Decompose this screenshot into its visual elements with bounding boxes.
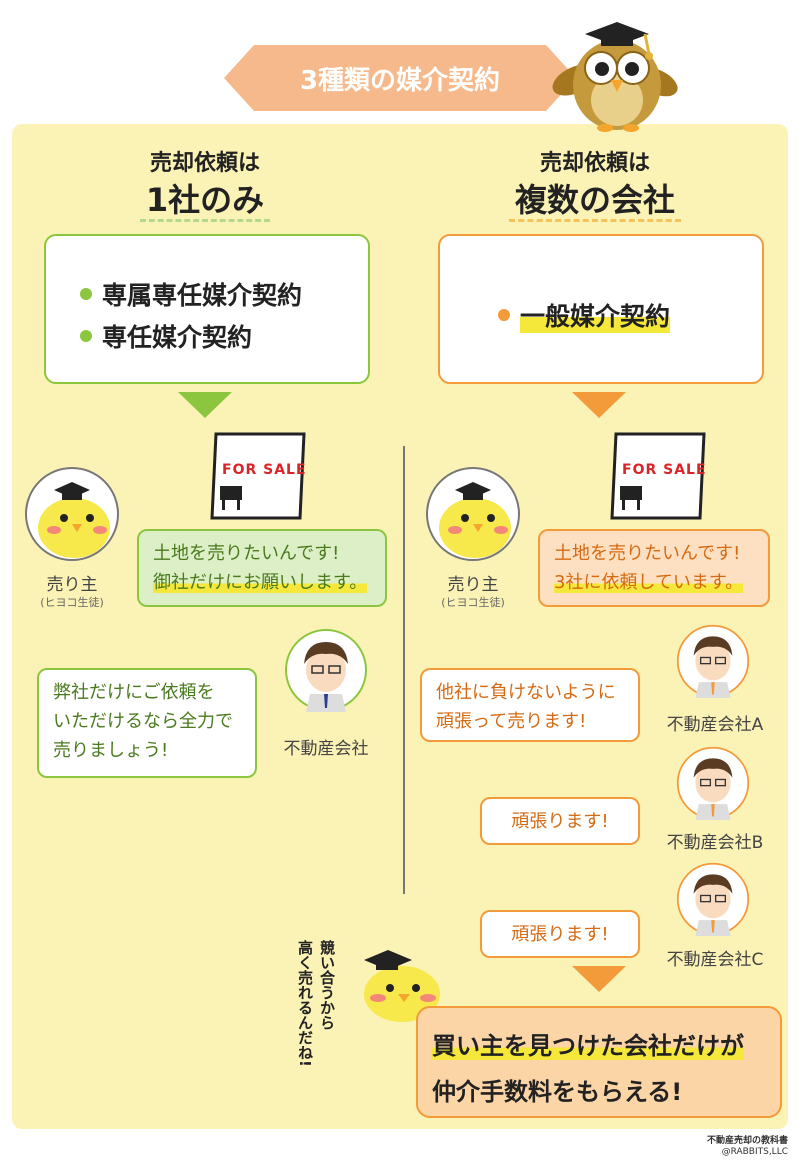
for-sale-sign: FOR SALE <box>208 432 308 520</box>
chick-comment: 競い合うから 高く売れるんだね! <box>296 940 336 1067</box>
seller-label: 売り主 <box>46 575 98 595</box>
arrow-down-icon <box>178 392 232 418</box>
sign-board-icon <box>610 432 706 520</box>
realtor-avatar <box>676 862 750 936</box>
realtor-c-label: 不動産会社C <box>666 950 764 970</box>
result-line-2: 仲介手数料をもらえる! <box>432 1078 683 1106</box>
left-heading-line2: 1社のみ <box>139 181 271 222</box>
bullet-dot-icon <box>498 309 510 321</box>
left-bullet-2: 専任媒介契約 <box>80 318 252 354</box>
seller-sublabel: (ヒヨコ生徒) <box>441 596 505 609</box>
right-contract-box: 一般媒介契約 <box>438 234 764 384</box>
page-title: 3種類の媒介契約 <box>299 65 501 96</box>
bullet-dot-icon <box>80 330 92 342</box>
realtor-c-speech-bubble: 頑張ります! <box>480 910 640 958</box>
realtor-a-label: 不動産会社A <box>666 715 764 735</box>
left-realtor-speech-bubble: 弊社だけにご依頼を いただけるなら全力で 売りましょう! <box>37 668 257 778</box>
left-heading-line1: 売却依頼は <box>149 151 260 176</box>
chick-student-avatar <box>426 467 520 561</box>
left-bullet-1: 専属専任媒介契約 <box>80 276 302 312</box>
realtor-b-speech-bubble: 頑張ります! <box>480 797 640 845</box>
seller-label: 売り主 <box>447 575 499 595</box>
realtor-a-speech-bubble: 他社に負けないように 頑張って売ります! <box>420 668 640 742</box>
title-banner <box>224 45 576 111</box>
realtor-b-label: 不動産会社B <box>666 833 764 853</box>
for-sale-text: FOR SALE <box>622 462 707 478</box>
realtor-avatar <box>676 624 750 698</box>
owl-professor-icon <box>552 22 678 132</box>
right-heading-line1: 売却依頼は <box>539 151 650 176</box>
right-heading-line2: 複数の会社 <box>508 181 681 222</box>
seller-sublabel: (ヒヨコ生徒) <box>40 596 104 609</box>
result-line-1: 買い主を見つけた会社だけが <box>432 1032 744 1060</box>
sign-board-icon <box>210 432 306 520</box>
realtor-label: 不動産会社 <box>283 739 369 759</box>
credit-owner: @RABBITS,LLC <box>721 1147 788 1157</box>
result-box: 買い主を見つけた会社だけが 仲介手数料をもらえる! <box>416 1006 782 1118</box>
chick-student-avatar <box>25 467 119 561</box>
right-bullet-1: 一般媒介契約 <box>498 297 671 333</box>
for-sale-text: FOR SALE <box>222 462 307 478</box>
right-seller-speech-bubble: 土地を売りたいんです! 3社に依頼しています。 <box>538 529 770 607</box>
left-seller-speech-bubble: 土地を売りたいんです! 御社だけにお願いします。 <box>137 529 387 607</box>
column-divider <box>403 446 405 894</box>
realtor-avatar <box>285 629 367 712</box>
for-sale-sign: FOR SALE <box>608 432 708 520</box>
credit-title: 不動産売却の教科書 <box>706 1136 788 1146</box>
arrow-down-icon <box>572 392 626 418</box>
realtor-avatar <box>676 746 750 820</box>
bullet-dot-icon <box>80 288 92 300</box>
left-contract-box: 専属専任媒介契約 専任媒介契約 <box>44 234 370 384</box>
arrow-down-icon <box>572 966 626 992</box>
